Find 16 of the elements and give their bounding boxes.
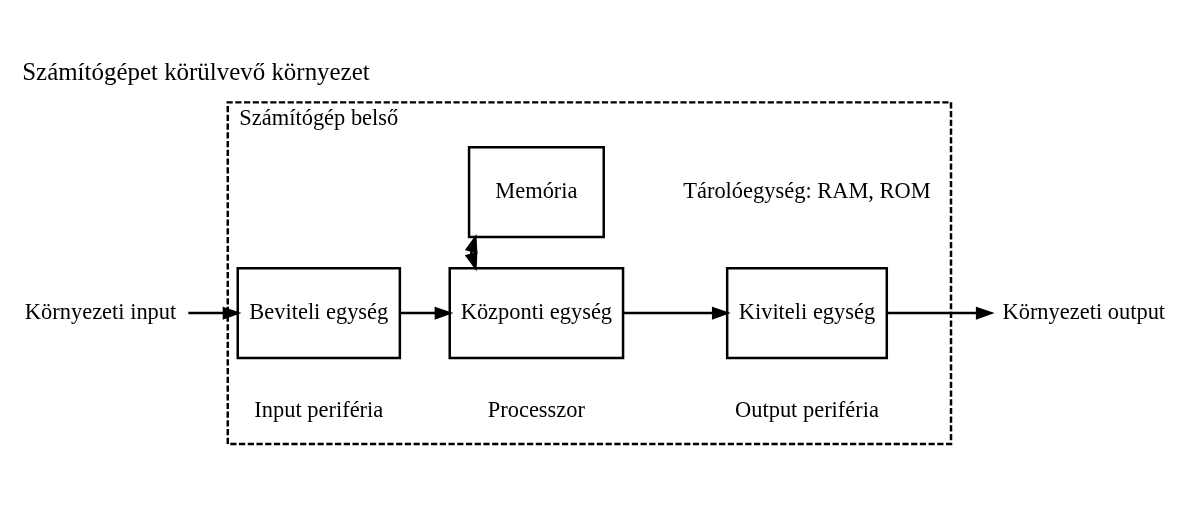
node-box: Kiviteli egység <box>725 266 889 359</box>
node-text: Környezeti input <box>24 298 177 324</box>
node-box: Memória <box>467 145 605 238</box>
node-box: Központi egység <box>448 266 625 359</box>
arrow <box>623 306 731 320</box>
node-label: Input periféria <box>254 396 384 422</box>
node-label: Processzor <box>487 396 585 422</box>
arrow <box>188 306 242 320</box>
arrow <box>886 306 995 320</box>
node-text: Környezeti output <box>1002 298 1166 324</box>
node-label: Tárolóegység: RAM, ROM <box>683 177 931 203</box>
diagram-title: Számítógépet körülvevő környezet <box>22 57 370 85</box>
arrow <box>464 233 478 271</box>
arrow <box>400 306 454 320</box>
node-box: Beviteli egység <box>236 266 402 359</box>
node-label: Output periféria <box>735 396 879 422</box>
